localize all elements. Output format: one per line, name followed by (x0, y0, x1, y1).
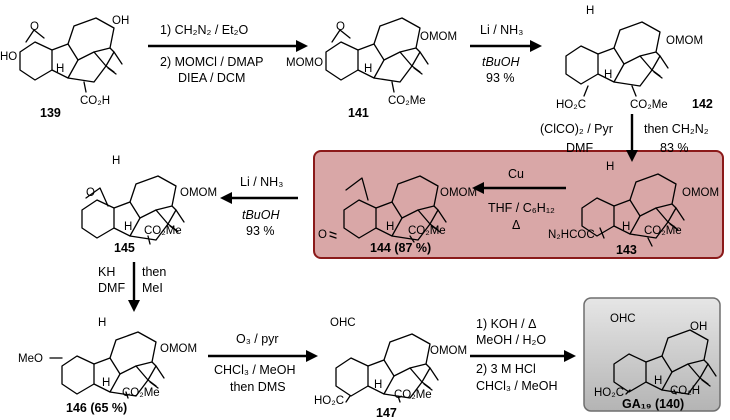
h-label: H (604, 69, 612, 81)
h-label: H (654, 375, 662, 387)
meo-label: MeO (18, 353, 43, 365)
compound-147: OHC OMOM H HO₂C CO₂Me 147 (314, 317, 467, 420)
condition: 1) CH₂N₂ / Et₂O (160, 23, 248, 37)
condition: 93 % (246, 224, 275, 238)
ho2c-label: HO₂C (314, 395, 344, 407)
arrow-5: Li / NH₃ tBuOH 93 % (220, 175, 298, 238)
co2me-label: CO₂Me (394, 389, 432, 401)
omom-label: OMOM (430, 345, 467, 357)
condition: tBuOH (242, 208, 280, 222)
co2me-label: CO₂Me (388, 95, 426, 107)
condition: MeOH / H₂O (476, 333, 546, 347)
compound-number: 145 (114, 241, 135, 255)
h-label: H (56, 63, 64, 75)
n2hcoc-label: N₂HCOC (548, 229, 595, 241)
compound-146: H OMOM MeO H CO₂Me 146 (65 %) (18, 317, 197, 415)
condition: CHCl₃ / MeOH (476, 379, 557, 393)
arrow-6: KH DMF then MeI (98, 262, 166, 312)
co2me-label: CO₂Me (122, 387, 160, 399)
oh-label: OH (690, 321, 707, 333)
arrow-3: (ClCO)₂ / Pyr DMF then CH₂N₂ 83 % (540, 114, 709, 162)
condition: Δ (512, 218, 520, 232)
omom-label: OMOM (160, 343, 197, 355)
condition: then DMS (230, 380, 286, 394)
co2me-label: CO₂Me (144, 225, 182, 237)
compound-140: OHC OH H HO₂C CO₂H GA₁₉ (140) (594, 313, 717, 411)
compound-144: OMOM H O CO₂Me 144 (87 %) (318, 175, 477, 255)
oxygen-bridge-label: O (86, 187, 95, 199)
condition: then (142, 265, 166, 279)
compound-number: 142 (692, 97, 713, 111)
condition: THF / C₆H₁₂ (488, 201, 555, 215)
arrow-4: Cu THF / C₆H₁₂ Δ (472, 167, 566, 232)
compound-number: 143 (616, 243, 637, 257)
condition: then CH₂N₂ (644, 122, 709, 136)
co2me-label: CO₂Me (408, 225, 446, 237)
compound-142: H OMOM H HO₂C CO₂Me 142 (556, 5, 713, 111)
condition: O₃ / pyr (236, 332, 279, 346)
compound-number: 139 (40, 106, 61, 120)
oxygen-bridge-label: O (30, 21, 39, 33)
condition: tBuOH (482, 55, 520, 69)
condition: 83 % (660, 141, 689, 155)
condition: DMF (566, 141, 593, 155)
condition: 2) 3 M HCl (476, 362, 536, 376)
omom-label: OMOM (180, 187, 217, 199)
hydroxyl-label: OH (112, 15, 129, 27)
ho2c-label: HO₂C (556, 99, 586, 111)
compound-label: GA₁₉ (140) (622, 397, 684, 411)
h-top-label: H (606, 161, 614, 173)
compound-number: 141 (348, 106, 369, 120)
arrow-1: 1) CH₂N₂ / Et₂O 2) MOMCl / DMAP DIEA / D… (148, 23, 308, 85)
condition: (ClCO)₂ / Pyr (540, 122, 613, 136)
condition: 93 % (486, 71, 515, 85)
condition: MeI (142, 281, 163, 295)
h-label: H (124, 221, 132, 233)
compound-145: O H OMOM H CO₂Me 145 (81, 155, 217, 255)
co2h-label: CO₂H (80, 95, 110, 107)
ohc-label: OHC (610, 313, 636, 325)
condition: KH (98, 265, 115, 279)
arrow-2: Li / NH₃ tBuOH 93 % (470, 23, 542, 85)
condition: DMF (98, 281, 125, 295)
target-box (583, 297, 721, 412)
compound-label: 144 (87 %) (370, 241, 431, 255)
omom-label: OMOM (420, 31, 457, 43)
condition: 2) MOMCl / DMAP (160, 55, 263, 69)
ohc-label: OHC (330, 317, 356, 329)
h-top-label: H (112, 155, 120, 167)
oxygen-bridge-label: O (336, 21, 345, 33)
h-top-label: H (586, 5, 594, 17)
condition: Cu (508, 167, 524, 181)
condition: 1) KOH / Δ (476, 317, 536, 331)
condition: DIEA / DCM (178, 71, 245, 85)
hydroxyl-left-label: HO (0, 51, 17, 63)
condition: Li / NH₃ (480, 23, 523, 37)
compound-143: H OMOM H N₂HCOC CO₂Me 143 (548, 161, 719, 257)
momo-label: MOMO (286, 57, 323, 69)
condition: Li / NH₃ (240, 175, 283, 189)
h-label: H (386, 221, 394, 233)
compound-141: O OMOM MOMO H CO₂Me 141 (286, 17, 457, 120)
h-label: H (374, 379, 382, 391)
h-top-label: H (98, 317, 106, 329)
omom-label: OMOM (666, 35, 703, 47)
omom-label: OMOM (440, 187, 477, 199)
compound-139: O OH HO H CO₂H 139 (0, 15, 129, 120)
compound-number: 147 (376, 406, 397, 420)
co2h-label: CO₂H (670, 385, 700, 397)
ketone-o-label: O (318, 229, 327, 241)
co2me-label: CO₂Me (630, 99, 668, 111)
condition: CHCl₃ / MeOH (214, 363, 295, 377)
compound-label: 146 (65 %) (66, 401, 127, 415)
ho2c-label: HO₂C (594, 387, 624, 399)
arrow-7: O₃ / pyr CHCl₃ / MeOH then DMS (208, 332, 318, 394)
h-label: H (102, 377, 110, 389)
h-label: H (622, 221, 630, 233)
co2me-label: CO₂Me (644, 225, 682, 237)
arrow-8: 1) KOH / Δ MeOH / H₂O 2) 3 M HCl CHCl₃ /… (470, 317, 576, 393)
h-label: H (364, 63, 372, 75)
omom-label: OMOM (682, 187, 719, 199)
